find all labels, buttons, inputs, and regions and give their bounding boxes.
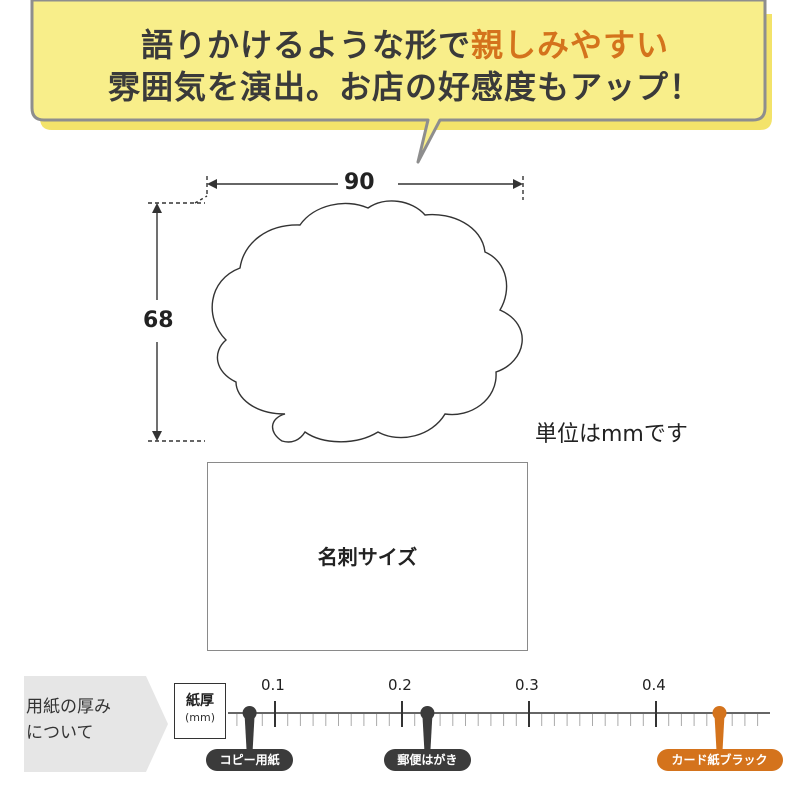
ruler-marker-dot — [420, 706, 435, 720]
ruler-marker-tag: コピー用紙 — [206, 749, 294, 771]
thickness-box-unit: (mm) — [184, 711, 215, 724]
thickness-box-label: 紙厚 — [186, 693, 214, 709]
business-card-size-label: 名刺サイズ — [317, 545, 418, 569]
headline-line-1: 語りかけるような形で親しみやすい — [140, 26, 670, 64]
width-value: 90 — [344, 170, 375, 195]
cloud-card-outline — [211, 200, 523, 443]
thickness-heading: 用紙の厚み について — [26, 694, 146, 746]
ruler-marker-tag: カード紙ブラック — [656, 749, 783, 771]
headline-line-2: 雰囲気を演出。お店の好感度もアップ！ — [107, 68, 702, 106]
ruler-tick-label: 0.4 — [642, 676, 666, 694]
headline-bubble — [30, 0, 767, 164]
ruler-marker-dot — [242, 706, 257, 720]
ruler-marker-tag: 郵便はがき — [383, 749, 471, 771]
thickness-unit-box: 紙厚 (mm) — [174, 683, 226, 739]
business-card-size-box: 名刺サイズ — [207, 462, 528, 651]
ruler-marker-stem — [244, 715, 255, 751]
ruler-tick-label: 0.1 — [261, 676, 285, 694]
height-dimension — [148, 202, 205, 442]
ruler-tick-label: 0.3 — [515, 676, 539, 694]
thickness-heading-arrow — [24, 676, 168, 772]
headline-accent: 親しみやすい — [471, 26, 670, 64]
height-value: 68 — [143, 308, 174, 333]
ruler-marker-dot — [712, 706, 727, 720]
width-dimension — [194, 176, 524, 204]
ruler-tick-label: 0.2 — [388, 676, 412, 694]
unit-note: 単位はmmです — [535, 422, 688, 447]
thickness-heading-line-1: 用紙の厚み — [26, 697, 111, 717]
thickness-ruler — [228, 701, 770, 751]
thickness-heading-line-2: について — [26, 723, 94, 743]
ruler-marker-stem — [422, 715, 433, 751]
ruler-marker-stem — [714, 715, 725, 751]
